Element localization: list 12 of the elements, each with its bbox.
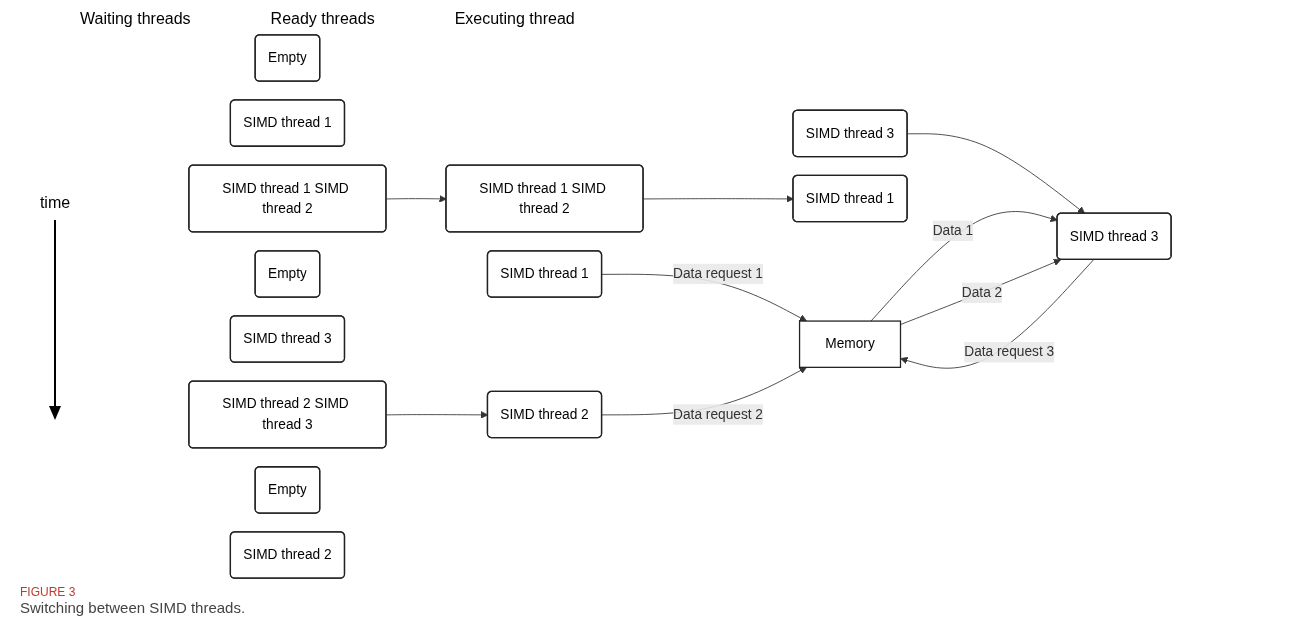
edge-label: Data request 1 [673,266,763,281]
column-heading: Waiting threads [80,10,191,28]
node-box: Memory [798,320,902,368]
edge-label: Data request 2 [673,406,763,422]
figure-number: FIGURE 3 [20,585,77,599]
column-heading: Ready threads [270,10,375,28]
axis-label: time [39,193,71,212]
edge-label: Data 2 [961,285,1003,300]
edge-label: Data 1 [932,223,974,238]
caption: Switching between SIMD threads. [20,599,247,616]
column-heading: Executing thread [454,10,575,28]
edge-label: Data request 3 [964,344,1055,360]
